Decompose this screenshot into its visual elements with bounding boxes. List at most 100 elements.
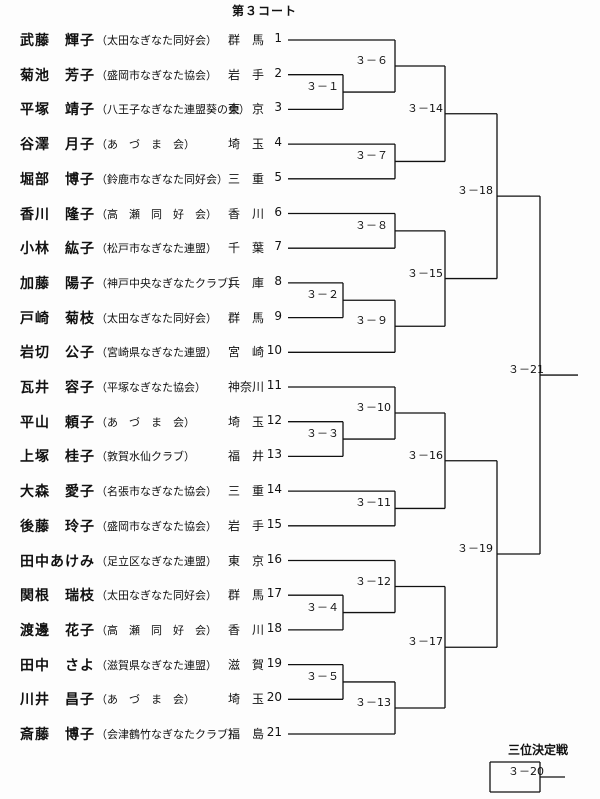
player-seed: 10 [266, 343, 282, 358]
player-name: 斎藤 博子 [20, 727, 95, 743]
player-row: 菊池 芳子（盛岡市なぎなた協会） 岩 手 2 [0, 65, 300, 87]
player-seed: 13 [266, 447, 282, 462]
player-prefecture: 群 馬 [227, 33, 264, 47]
player-prefecture: 埼 玉 [227, 137, 264, 152]
player-club: （滋賀県なぎなた連盟） [96, 658, 217, 672]
match-label: ３－11 [355, 496, 391, 510]
player-seed: 19 [266, 655, 282, 670]
player-prefecture: 香 川 [227, 622, 264, 637]
match-label: ３－21 [508, 363, 544, 377]
player-club: （敦賀水仙クラブ） [96, 450, 195, 464]
match-label: ３－12 [355, 574, 391, 588]
player-name: 加藤 陽子 [20, 275, 95, 292]
player-name: 平山 頼子 [20, 414, 95, 431]
player-name: 大森 愛子 [20, 484, 95, 501]
player-prefecture: 千 葉 [227, 241, 264, 256]
player-prefecture: 香 川 [227, 206, 264, 221]
player-prefecture: 三 重 [227, 484, 264, 499]
player-prefecture: 滋 賀 [227, 657, 264, 672]
player-prefecture: 東 京 [227, 102, 264, 117]
player-name: 岩切 公子 [20, 345, 95, 362]
player-club: （太田なぎなた同好会） [96, 589, 217, 603]
match-label: ３－14 [407, 101, 443, 115]
match-label: ３－２ [306, 288, 339, 302]
player-name: 田中あけみ [20, 553, 95, 570]
player-club: （名張市なぎなた協会） [96, 485, 217, 499]
match-label: ３－６ [355, 54, 388, 68]
player-prefecture: 兵 庫 [227, 275, 264, 290]
player-club: （盛岡市なぎなた協会） [96, 519, 217, 533]
player-seed: 21 [266, 725, 282, 739]
player-name: 菊池 芳子 [20, 67, 95, 84]
player-seed: 2 [274, 65, 282, 80]
player-club: （あ づ ま 会） [96, 693, 195, 707]
match-label: ３－３ [306, 427, 339, 441]
player-club: （高 瀬 同 好 会） [96, 207, 217, 221]
player-seed: 4 [274, 135, 282, 150]
player-club: （太田なぎなた同好会） [96, 311, 217, 325]
player-name: 関根 瑞枝 [20, 588, 95, 605]
player-seed: 20 [266, 690, 282, 705]
match-label: ３－20 [508, 765, 544, 778]
player-prefecture: 群 馬 [227, 588, 264, 603]
match-label: ３－９ [355, 314, 388, 328]
player-club: （会津鶴竹なぎなたクラブ） [96, 728, 239, 741]
player-seed: 5 [274, 169, 282, 184]
player-prefecture: 岩 手 [227, 67, 264, 82]
player-prefecture: 埼 玉 [227, 692, 264, 707]
match-label: ３－８ [355, 218, 388, 232]
player-seed: 15 [266, 516, 282, 531]
match-label: ３－４ [306, 600, 339, 614]
match-label: ３－13 [355, 695, 391, 709]
player-seed: 1 [274, 31, 282, 45]
player-name: 平塚 靖子 [20, 102, 95, 119]
match-label: ３－１ [306, 80, 339, 94]
player-club: （松戸市なぎなた連盟） [96, 242, 217, 256]
player-prefecture: 福 井 [227, 449, 264, 464]
player-prefecture: 宮 崎 [227, 345, 264, 360]
match-label: ３－10 [355, 401, 391, 415]
player-seed: 8 [274, 273, 282, 288]
player-seed: 6 [274, 204, 282, 219]
player-seed: 17 [266, 586, 282, 601]
player-seed: 9 [274, 308, 282, 323]
player-prefecture: 神奈川 [227, 380, 264, 394]
player-club: （平塚なぎなた協会） [96, 381, 206, 394]
player-club: （宮崎県なぎなた連盟） [96, 346, 217, 360]
player-prefecture: 埼 玉 [227, 414, 264, 429]
player-name: 川井 昌子 [20, 692, 95, 709]
player-name: 後藤 玲子 [20, 518, 95, 535]
player-prefecture: 三 重 [227, 171, 264, 186]
player-prefecture: 東 京 [227, 553, 264, 568]
match-label: ３－５ [306, 669, 339, 683]
player-prefecture: 福 島 [227, 727, 264, 741]
player-seed: 7 [274, 239, 282, 254]
match-label: ３－17 [407, 635, 443, 649]
player-name: 瓦井 容子 [20, 380, 95, 396]
player-name: 武藤 輝子 [20, 33, 95, 49]
player-name: 谷澤 月子 [20, 137, 95, 154]
match-label: ３－16 [407, 448, 443, 462]
player-club: （あ づ ま 会） [96, 415, 195, 429]
player-seed: 11 [266, 378, 282, 392]
player-seed: 16 [266, 551, 282, 566]
player-name: 渡邊 花子 [20, 622, 95, 639]
player-club: （盛岡市なぎなた協会） [96, 68, 217, 82]
